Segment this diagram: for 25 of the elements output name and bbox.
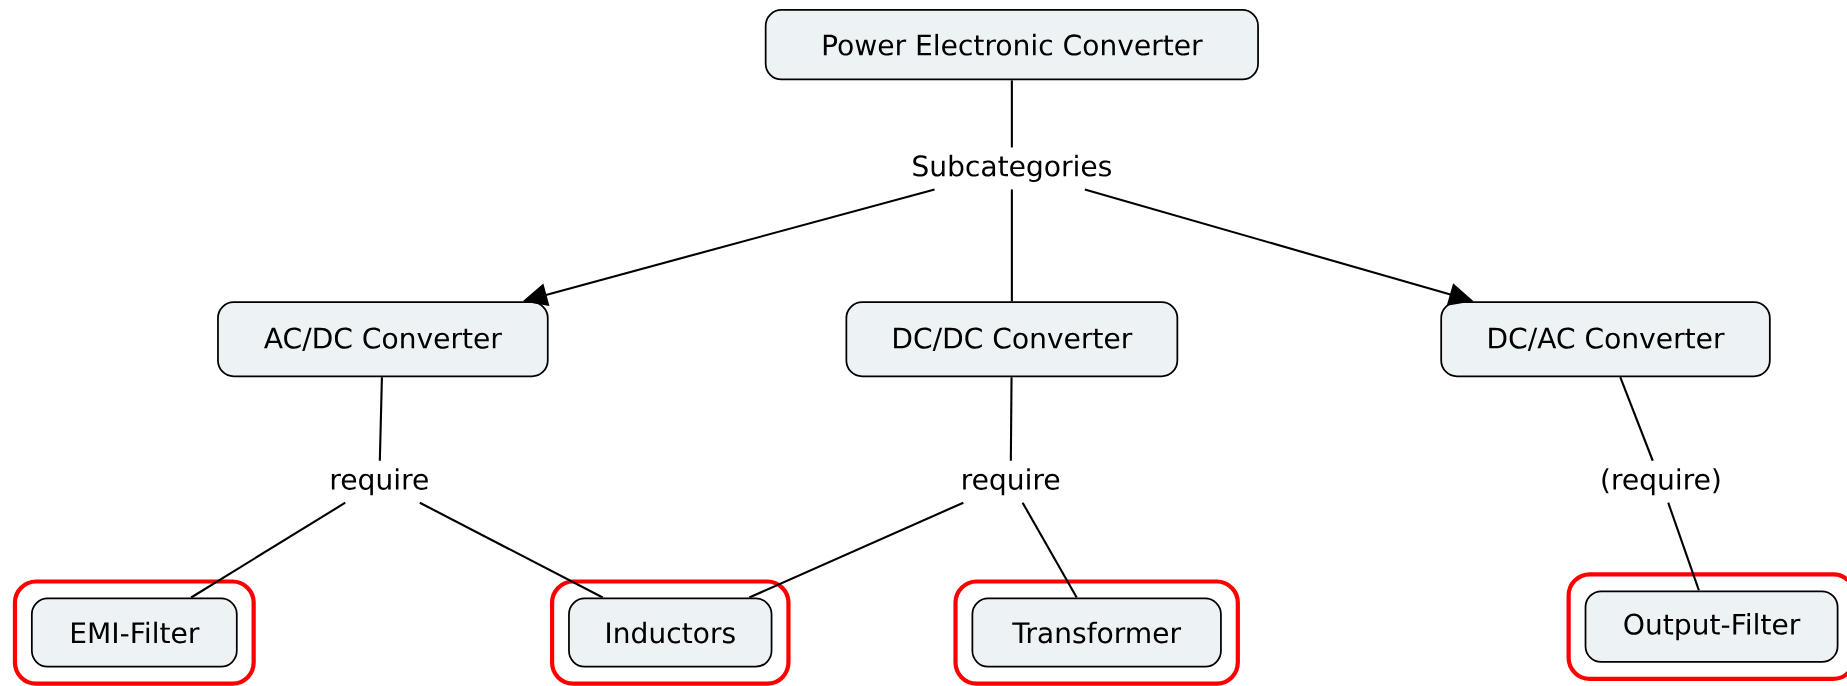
concept-box: Power Electronic Converter <box>764 9 1259 81</box>
concept-box: Inductors <box>568 597 773 668</box>
concept-box: EMI-Filter <box>30 597 238 668</box>
connector-line <box>190 501 346 599</box>
connector-line <box>1021 502 1078 599</box>
concept-box: DC/AC Converter <box>1440 301 1771 378</box>
linking-phrase: (require) <box>1592 461 1729 503</box>
linking-phrase: require <box>953 461 1068 503</box>
highlight-frame <box>12 579 256 686</box>
connector-line <box>1009 377 1013 461</box>
concept-box: DC/DC Converter <box>845 301 1179 378</box>
linking-phrase: Subcategories <box>904 147 1120 190</box>
connector-line <box>1667 502 1700 591</box>
connector-line <box>1619 376 1654 462</box>
connector-line <box>1010 80 1013 148</box>
concept-box: Output-Filter <box>1584 590 1839 663</box>
highlight-frame <box>1566 572 1847 681</box>
connector-line <box>419 501 604 599</box>
linking-phrase: require <box>322 461 437 503</box>
connector-line <box>378 377 383 461</box>
highlight-frame <box>549 579 791 686</box>
concept-box: AC/DC Converter <box>217 301 549 378</box>
concept-box: Transformer <box>971 597 1222 668</box>
highlight-frame <box>953 579 1240 686</box>
connector-line <box>1010 189 1013 302</box>
